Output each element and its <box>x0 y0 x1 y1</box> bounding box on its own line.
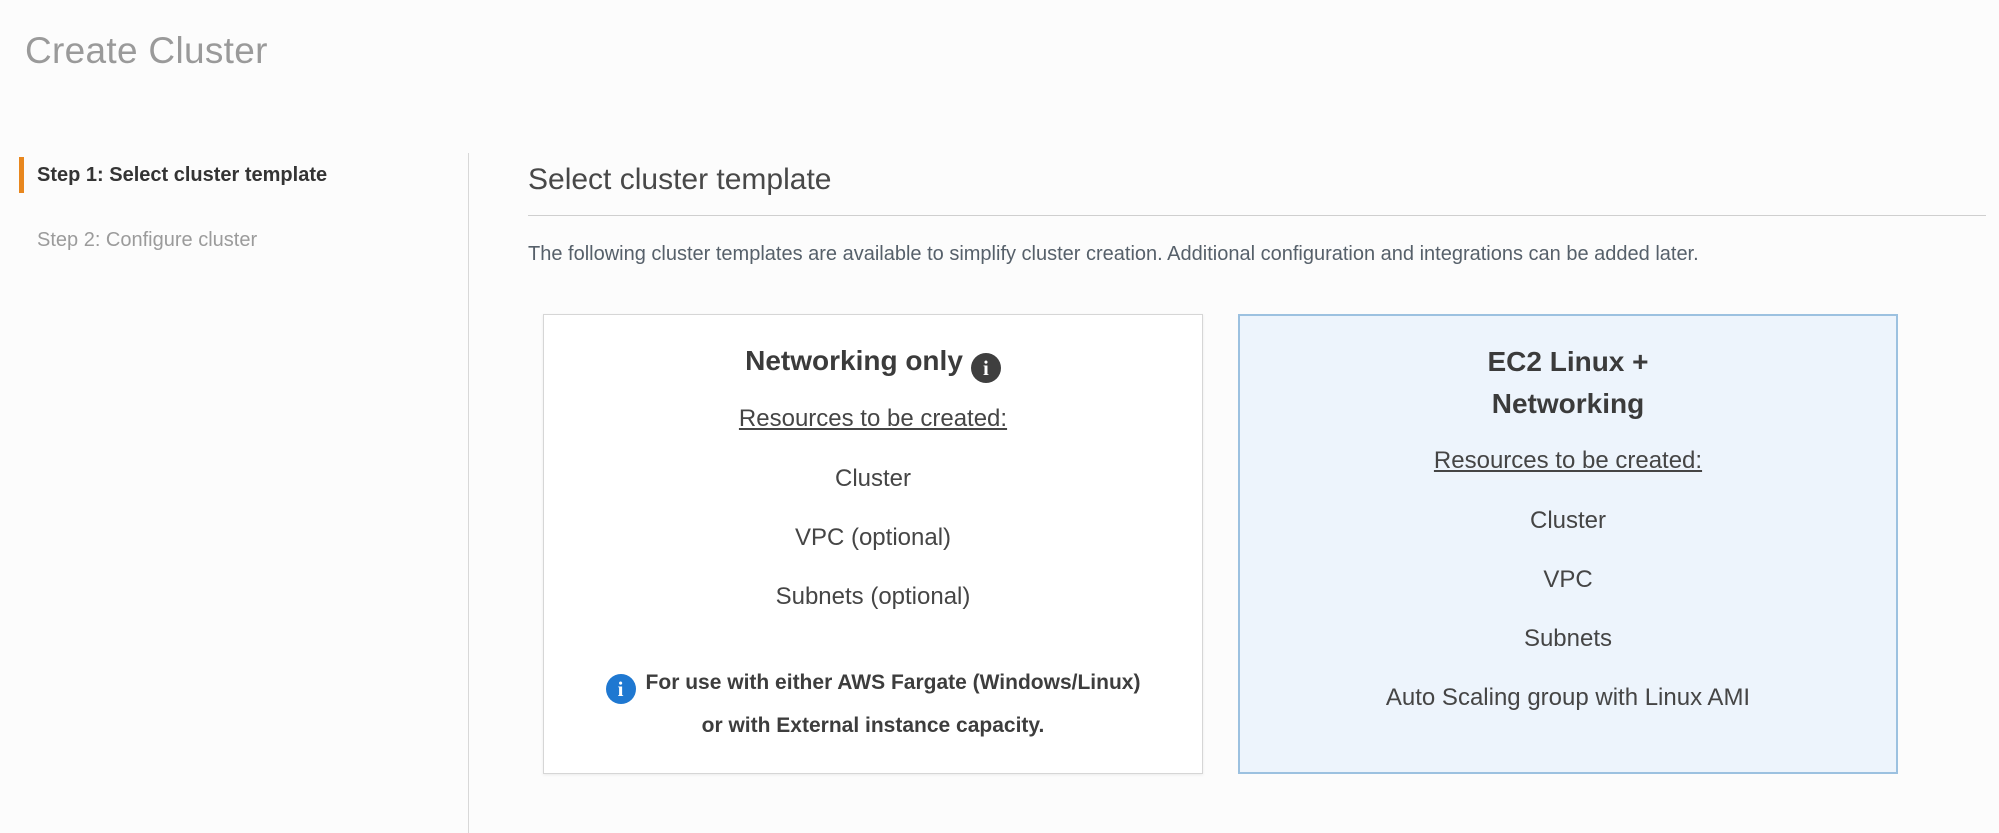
page-title: Create Cluster <box>25 30 268 71</box>
resources-heading: Resources to be created: <box>738 405 1008 432</box>
card-title: EC2 Linux + Networking <box>1240 341 1896 425</box>
card-note-line: or with External instance capacity. <box>701 714 1045 737</box>
resources-heading: Resources to be created: <box>1433 447 1703 474</box>
card-note-text: For use with either AWS Fargate (Windows… <box>645 670 1141 694</box>
resource-item: Auto Scaling group with Linux AMI <box>1385 684 1751 711</box>
resource-item: Cluster <box>834 465 912 492</box>
card-note-line: i For use with either AWS Fargate (Window… <box>574 661 1172 704</box>
resource-item: Cluster <box>1529 507 1607 534</box>
section-description: The following cluster templates are avai… <box>528 243 1699 265</box>
card-note: i For use with either AWS Fargate (Window… <box>544 661 1202 748</box>
resource-item: Subnets (optional) <box>775 583 971 610</box>
template-card-ec2-linux-networking[interactable]: EC2 Linux + Networking Resources to be c… <box>1238 314 1898 774</box>
steps-sidebar: Step 1: Select cluster template Step 2: … <box>0 153 469 833</box>
section-divider <box>528 215 1986 216</box>
sidebar-step-2: Step 2: Configure cluster <box>37 229 258 251</box>
card-title-text: Networking only <box>745 345 963 376</box>
sidebar-step-1[interactable]: Step 1: Select cluster template <box>19 157 468 193</box>
card-title-line: Networking <box>1491 388 1645 419</box>
info-icon: i <box>605 674 636 704</box>
info-icon[interactable]: i <box>970 353 1001 383</box>
resource-item: VPC (optional) <box>794 524 952 551</box>
content-row: Step 1: Select cluster template Step 2: … <box>0 153 1999 833</box>
section-heading: Select cluster template <box>528 163 832 196</box>
main-panel: Select cluster template The following cl… <box>469 153 1999 833</box>
card-title-line: EC2 Linux + <box>1487 346 1649 377</box>
resource-item: Subnets <box>1523 625 1613 652</box>
resource-item: VPC <box>1543 566 1593 593</box>
